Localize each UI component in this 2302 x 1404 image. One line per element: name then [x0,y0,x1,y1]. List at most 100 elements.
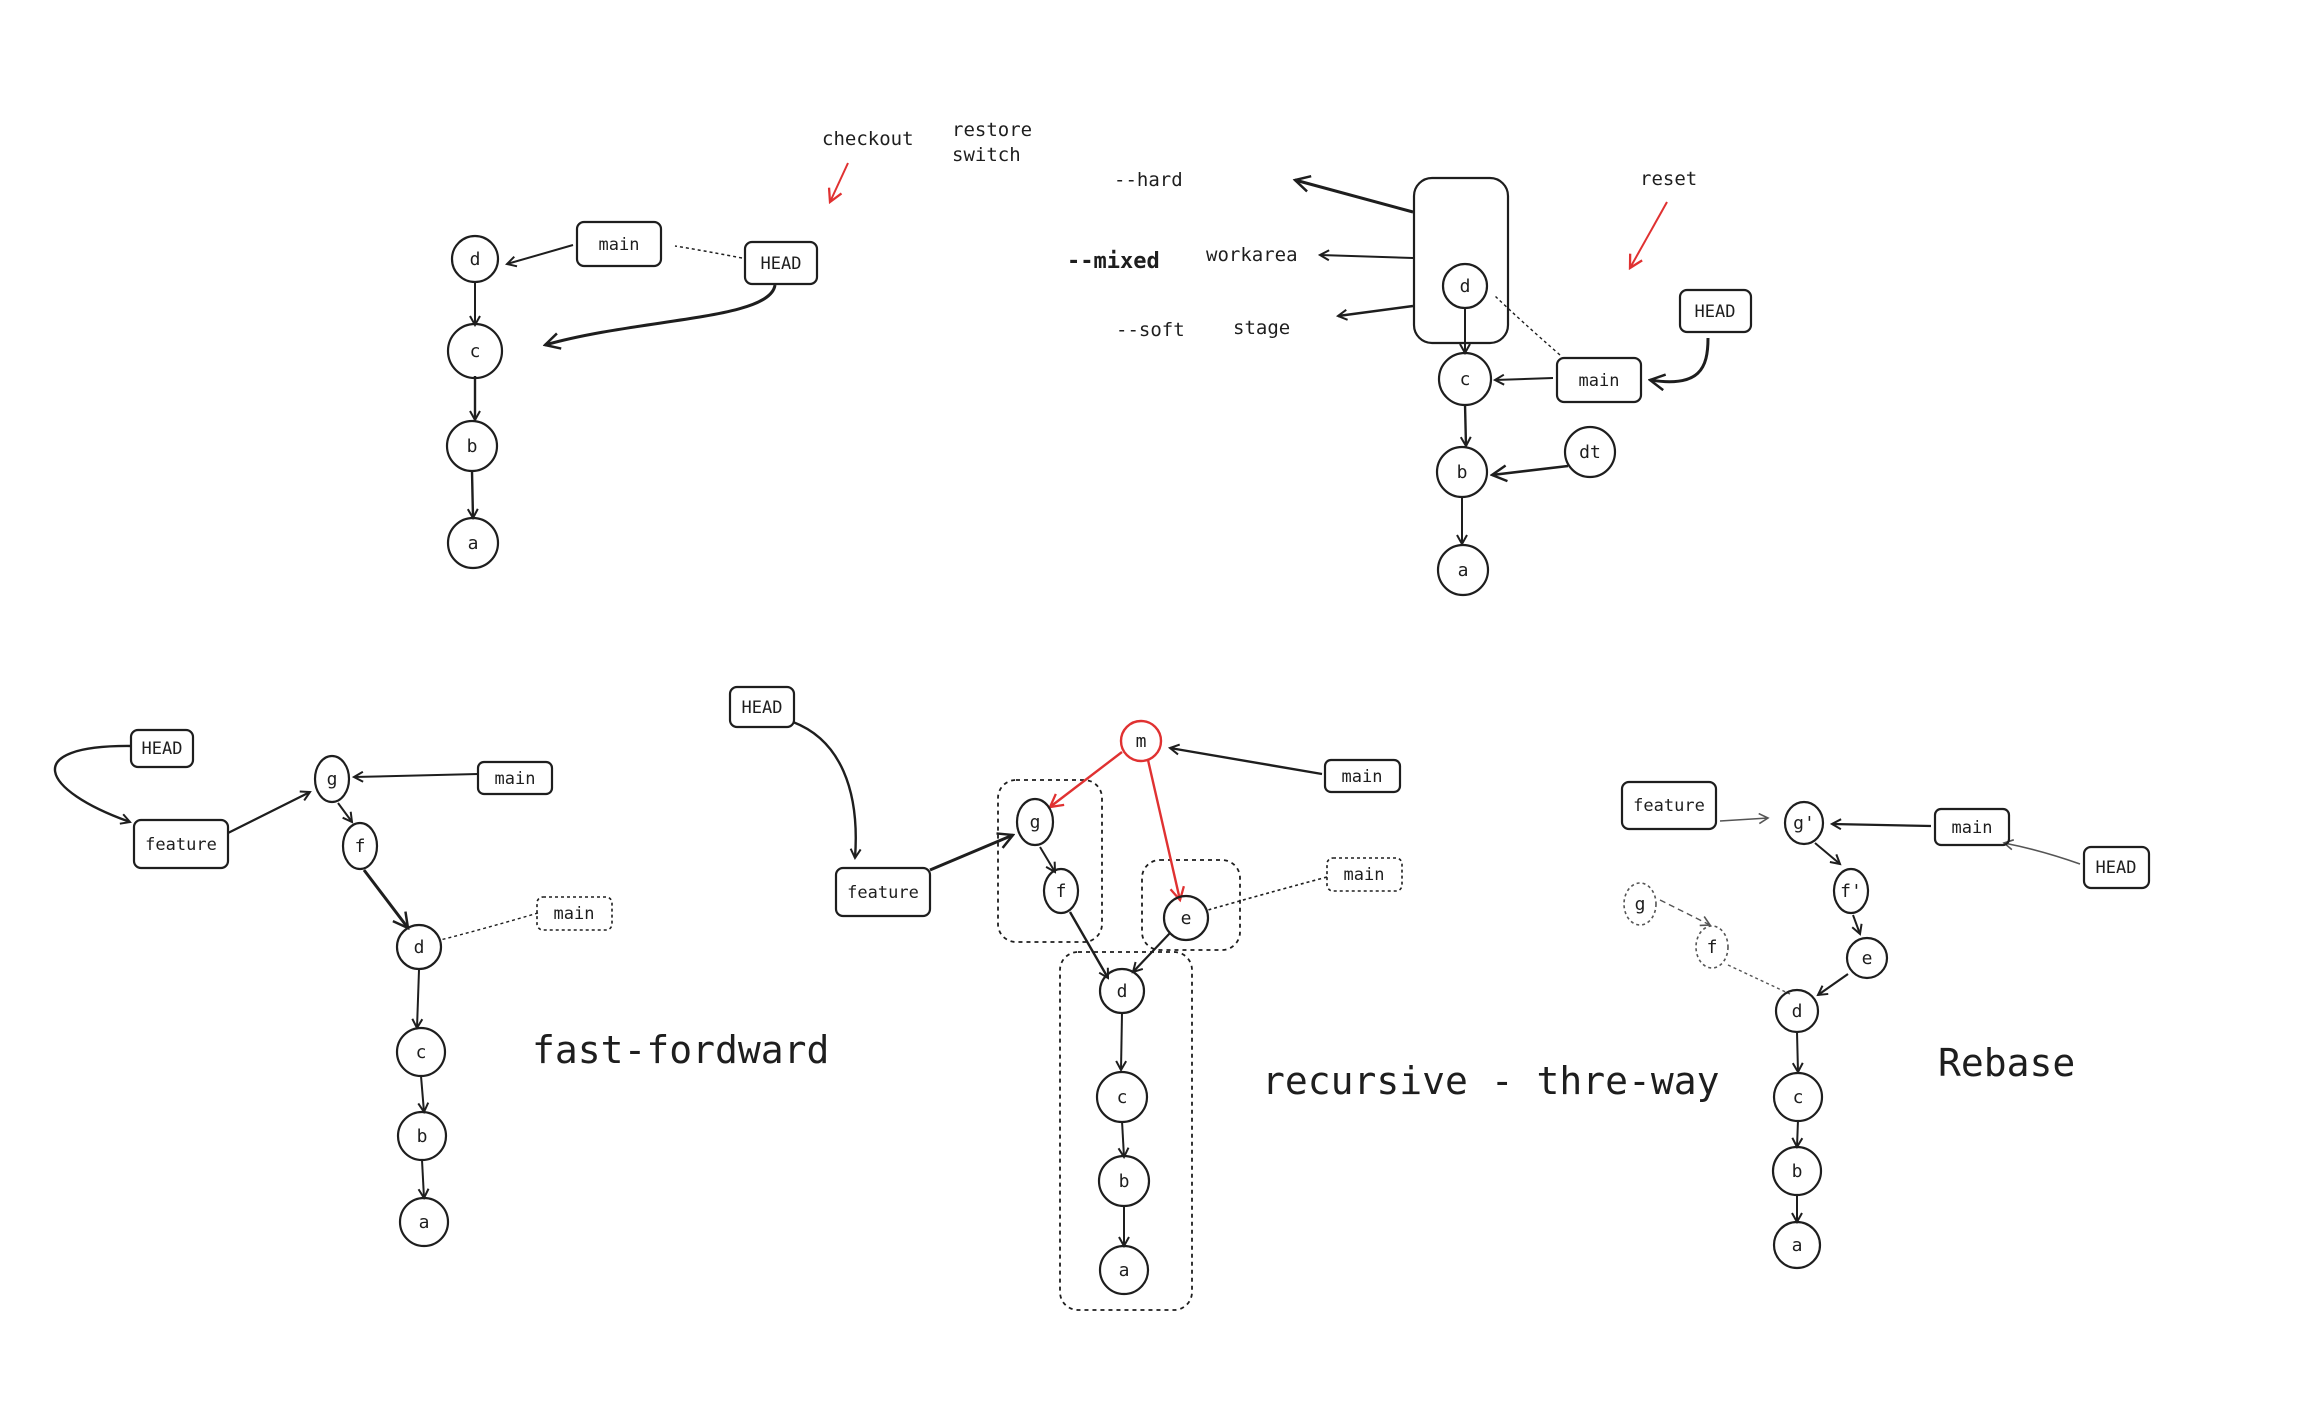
head-ref-ff: HEAD [129,728,195,769]
svg-text:dt: dt [1579,442,1601,463]
edge-old-g-f-dashed [1659,899,1712,927]
edge-oldmain-e-dotted [1207,876,1328,911]
reset-soft-label: --soft [1116,319,1185,341]
commit-c-ff: c [395,1026,447,1078]
svg-text:HEAD: HEAD [1695,302,1736,322]
group-main-commits [1141,859,1241,951]
branch-feature-3w: feature [834,866,932,918]
svg-text:e: e [1862,948,1873,969]
old-main-ref-ff: main [536,896,613,931]
edge-c-b-reset [1465,403,1466,446]
commit-a: a [446,516,500,570]
svg-text:main: main [1342,767,1383,787]
edge-oldmain-d-dotted [439,912,539,941]
svg-text:c: c [1793,1087,1804,1108]
edge-e-d-rebase [1818,973,1849,995]
commit-d-ff: d [395,923,443,971]
commit-e-rebase: e [1845,936,1889,980]
three-way-diagram: recursive - thre-way HEAD feature main [728,685,1720,1311]
svg-text:b: b [417,1126,428,1147]
head-ref: HEAD [743,240,819,286]
edge-g-f-3w [1039,846,1055,872]
commit-old-g: g [1623,882,1657,926]
svg-text:feature: feature [1633,796,1705,816]
branch-main-3w: main [1323,758,1402,794]
commit-a-ff: a [398,1196,450,1248]
svg-text:c: c [1460,369,1471,390]
branch-main-reset: main [1555,356,1643,404]
svg-text:b: b [467,436,478,457]
commit-dt: dt [1563,425,1617,479]
edge-main-m [1170,748,1323,776]
edge-m-e-red [1146,759,1180,900]
svg-text:f: f [355,836,366,857]
reset-diagram: reset --hard --mixed workarea --soft sta… [1067,168,1753,597]
svg-text:feature: feature [145,835,217,855]
edge-main-g [354,774,479,777]
commit-c: c [446,322,504,380]
svg-text:d: d [1792,1001,1803,1022]
edge-d-c-3w [1121,1012,1122,1070]
restore-label: restore [952,119,1032,141]
edge-head-main-dotted [674,245,743,259]
svg-text:d: d [1460,276,1471,297]
rebase-title: Rebase [1938,1041,2075,1085]
edge-main-c-reset [1495,378,1554,380]
edge-c-b-rebase [1797,1119,1798,1147]
svg-text:a: a [468,533,479,554]
svg-text:a: a [1458,560,1469,581]
svg-text:HEAD: HEAD [761,254,802,274]
svg-text:g': g' [1793,813,1815,834]
edge-feature-g-prime [1719,812,1770,825]
commit-c-reset: c [1437,351,1493,407]
edge-head-main-rebase [2002,839,2081,865]
checkout-diagram: checkout restore switch d c b a [445,119,1032,570]
svg-text:d: d [1117,981,1128,1002]
svg-text:main: main [495,769,536,789]
svg-text:a: a [1792,1235,1803,1256]
workarea-label: workarea [1206,244,1298,266]
edge-m-g-red [1050,751,1123,807]
three-way-title: recursive - thre-way [1262,1059,1720,1103]
svg-text:d: d [470,249,481,270]
head-ref-3w: HEAD [728,685,796,729]
commit-b-ff: b [396,1110,448,1162]
group-feature-commits [997,779,1103,943]
edge-g-f [337,802,352,822]
commit-b-reset: b [1435,445,1489,499]
switch-label: switch [952,144,1021,166]
arrow-hard [1295,180,1414,214]
svg-text:main: main [1344,865,1385,885]
commit-e-3w: e [1162,894,1210,942]
svg-text:g: g [1635,894,1646,915]
svg-text:d: d [414,937,425,958]
svg-text:a: a [1119,1260,1130,1281]
edge-head-feature [53,744,131,822]
svg-text:f: f [1707,937,1718,958]
arrow-mixed [1320,255,1414,258]
svg-text:g: g [327,769,338,790]
branch-main-rebase: main [1933,807,2011,847]
edge-head-main-reset [1650,337,1710,382]
commit-a-rebase: a [1772,1220,1822,1270]
edge-head-feature-3w [792,720,856,858]
svg-text:c: c [416,1042,427,1063]
commit-d-reset: d [1441,262,1489,310]
commit-g-3w: g [1015,797,1055,847]
edge-main-g-prime [1832,824,1932,826]
old-main-ref-3w: main [1326,857,1403,892]
commit-a-reset: a [1436,543,1490,597]
svg-text:b: b [1792,1161,1803,1182]
svg-text:HEAD: HEAD [2096,858,2137,878]
svg-text:m: m [1136,731,1147,752]
reset-label: reset [1640,168,1697,190]
edge-main-d-dotted [1494,295,1561,356]
checkout-pointer-arrow [830,162,849,202]
fast-forward-title: fast-fordward [532,1028,829,1072]
branch-main-ff: main [476,760,554,796]
reset-hard-label: --hard [1114,169,1183,191]
svg-text:c: c [470,341,481,362]
edge-dt-b [1492,466,1569,475]
svg-text:main: main [554,904,595,924]
edge-b-a-ff [422,1159,424,1198]
